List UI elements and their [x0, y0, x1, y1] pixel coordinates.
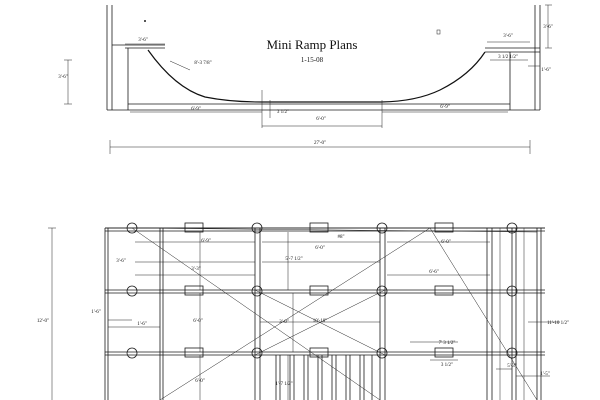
dim-right-small: 1'-6" [541, 68, 551, 73]
blocking [184, 222, 454, 358]
dim-flat-center: 6'-0" [316, 117, 326, 122]
ramp-transition-profile [147, 49, 486, 103]
dim-right-h: 11'-10 1/2" [547, 321, 569, 326]
dim-overall-length: 27'-0" [314, 141, 326, 146]
marker-box [436, 29, 441, 35]
note-tag: #8" [337, 235, 344, 240]
dim-plan-height: 12'-0" [37, 319, 49, 324]
dim-deck-left: 3'-6" [138, 38, 148, 43]
dim-right-d: 1'-5" [540, 372, 550, 377]
dim-row1-b: 6'-9" [201, 239, 211, 244]
dim-low-a: 6'-0" [195, 379, 205, 384]
dim-left-c: 6'-0" [193, 319, 203, 324]
dim-row1-a: 3'-6" [116, 259, 126, 264]
dim-deck-right: 3'-6" [543, 25, 553, 30]
dim-row1-d: 6'-0" [441, 240, 451, 245]
dim-flat-mark: 3 1/2" [277, 110, 289, 115]
plan-view: 12'-0" 1'-6" 3'-6" 6'-9" 6'-0" 6'-0" 3'-… [37, 222, 569, 400]
dim-left-height: 3'-6" [58, 75, 68, 80]
dim-platform-right: 6'-9" [440, 105, 450, 110]
dim-right-c: 5'-3" [507, 364, 517, 369]
elevation-view: Mini Ramp Plans 1-15-08 3'-6" 8'-3 7/8" … [58, 4, 553, 154]
speck [144, 20, 146, 22]
dim-row2-c: 6'-6" [429, 270, 439, 275]
dim-right-a: 7' 3 1/2" [439, 341, 456, 346]
drawing-date: 1-15-08 [301, 56, 324, 64]
dim-right-b: 3 1/2" [441, 363, 453, 368]
dim-curve-radius: 8'-3 7/8" [194, 61, 211, 66]
dim-row2-a: 3'-3" [191, 267, 201, 272]
dim-left-mark: 1'-6" [91, 310, 101, 315]
posts [126, 222, 518, 359]
dim-platform-left: 6'-9" [191, 107, 201, 112]
dim-left-b: 1'-6" [137, 322, 147, 327]
dim-right-top: 3'-6" [503, 34, 513, 39]
dim-coping-gap: 3 1/2 1/2" [498, 55, 518, 60]
dim-row1-c: 6'-0" [315, 246, 325, 251]
dim-row2-b: 5'-7 1/2" [285, 257, 302, 262]
dim-center-h: 3'-0" [279, 320, 289, 325]
dim-low-c: 1'-7 1/2" [275, 382, 292, 387]
dim-center-diag: 10'-10" [313, 319, 328, 324]
drawing-title: Mini Ramp Plans [266, 37, 357, 52]
